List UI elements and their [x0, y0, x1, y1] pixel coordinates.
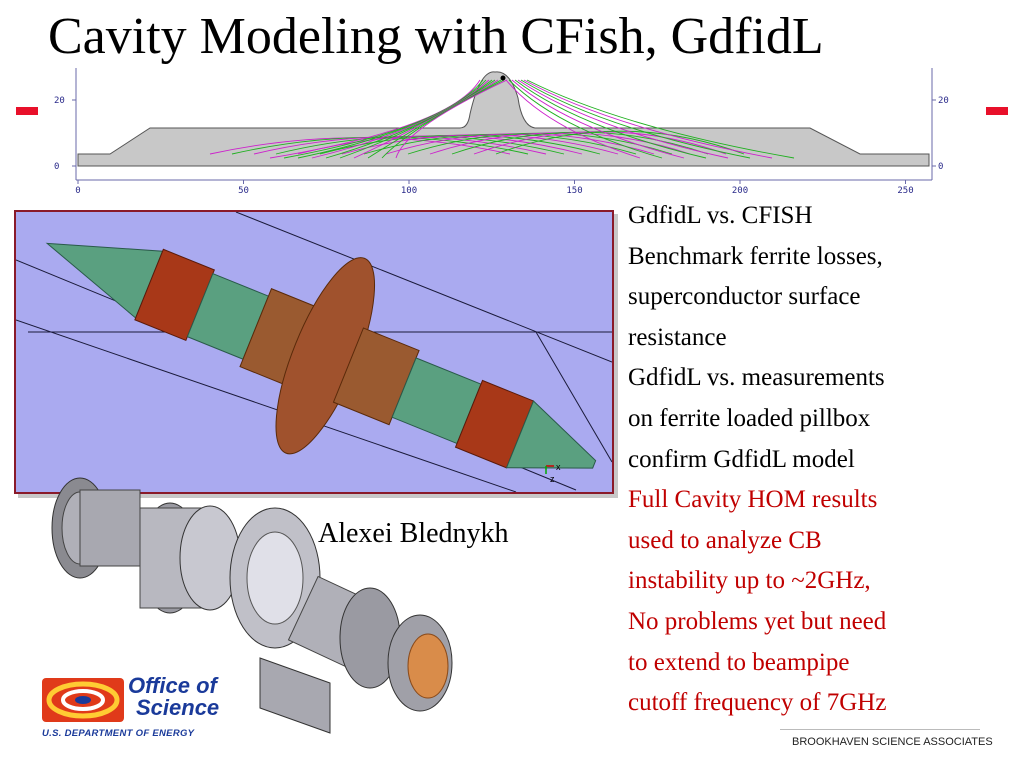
- field-line: [523, 79, 773, 159]
- left-flange-assembly: [51, 477, 141, 579]
- field-line: [514, 79, 707, 159]
- x-tick-label: 200: [732, 186, 748, 196]
- left-bellows: [139, 502, 241, 614]
- footer-text: BROOKHAVEN SCIENCE ASSOCIATES: [792, 736, 993, 748]
- x-tick-label: 150: [566, 186, 582, 196]
- doe-office-of-science-logo: Office of Science U.S. DEPARTMENT OF ENE…: [40, 672, 250, 744]
- left-red-accent: [16, 107, 38, 115]
- field-line: [517, 79, 729, 159]
- field-line: [381, 79, 505, 159]
- plot-frame: [75, 68, 933, 181]
- field-line: [520, 79, 751, 159]
- cavity-cell: [229, 507, 321, 649]
- bullet-line: on ferrite loaded pillbox: [628, 404, 871, 432]
- y-tick-label: 20: [938, 96, 949, 106]
- bullet-line: instability up to ~2GHz,: [628, 567, 871, 595]
- right-ferrite-load: [387, 614, 453, 712]
- right-pipe-assembly: [287, 575, 401, 689]
- slide-title: Cavity Modeling with CFish, GdfidL: [48, 8, 824, 65]
- bullet-line: superconductor surface: [628, 283, 861, 311]
- axis-x-label: x: [556, 462, 561, 472]
- doe-swirl-icon: [42, 678, 124, 722]
- footer-divider: [780, 729, 980, 730]
- logo-line-1: Office of: [128, 673, 217, 698]
- field-line: [395, 79, 508, 159]
- bullet-line: Benchmark ferrite losses,: [628, 242, 883, 270]
- right-cone: [505, 400, 597, 469]
- probe-marker: [500, 75, 506, 81]
- field-line: [311, 79, 490, 159]
- x-tick-label: 100: [401, 186, 417, 196]
- x-tick-label: 250: [897, 186, 913, 196]
- logo-line-2: Science: [136, 695, 220, 720]
- x-tick-label: 50: [238, 186, 249, 196]
- bullet-line: GdfidL vs. CFISH: [628, 202, 813, 229]
- bullet-line: Full Cavity HOM results: [628, 486, 878, 514]
- field-line: [526, 79, 795, 159]
- x-tick-label: 0: [75, 186, 80, 196]
- right-red-accent: [986, 107, 1008, 115]
- field-line: [325, 79, 493, 159]
- field-line: [283, 79, 484, 159]
- field-lines: [209, 79, 795, 159]
- field-line: [297, 79, 487, 159]
- field-line: [353, 79, 499, 159]
- waveguide-port: [259, 657, 331, 734]
- field-line: [495, 130, 745, 155]
- bullet-line: No problems yet but need: [628, 607, 887, 635]
- field-line: [339, 79, 496, 159]
- y-tick-label: 0: [938, 162, 943, 172]
- gdfidl-3d-render: x z: [14, 210, 614, 494]
- field-line: [367, 79, 502, 159]
- bullet-line: GdfidL vs. measurements: [628, 364, 885, 392]
- bullet-list: GdfidL vs. CFISH Benchmark ferrite losses…: [628, 196, 1008, 724]
- author-name: Alexei Blednykh: [318, 518, 509, 549]
- field-line: [511, 79, 685, 159]
- field-line: [508, 79, 663, 159]
- logo-line-3: U.S. DEPARTMENT OF ENERGY: [42, 728, 195, 739]
- cavity-cad-drawing: [51, 477, 453, 734]
- y-tick-label: 20: [54, 96, 65, 106]
- cavity-profile: [77, 71, 930, 167]
- bullet-line: used to analyze CB: [628, 526, 822, 554]
- field-line: [505, 79, 641, 159]
- bullet-line: resistance: [628, 323, 727, 351]
- axis-triad: x z: [545, 462, 561, 484]
- bullet-line: confirm GdfidL model: [628, 445, 855, 473]
- bullet-line: cutoff frequency of 7GHz: [628, 689, 887, 717]
- field-line: [269, 79, 481, 159]
- y-tick-label: 0: [54, 162, 59, 172]
- axis-z-label: z: [550, 474, 555, 484]
- bullet-line: to extend to beampipe: [628, 648, 850, 676]
